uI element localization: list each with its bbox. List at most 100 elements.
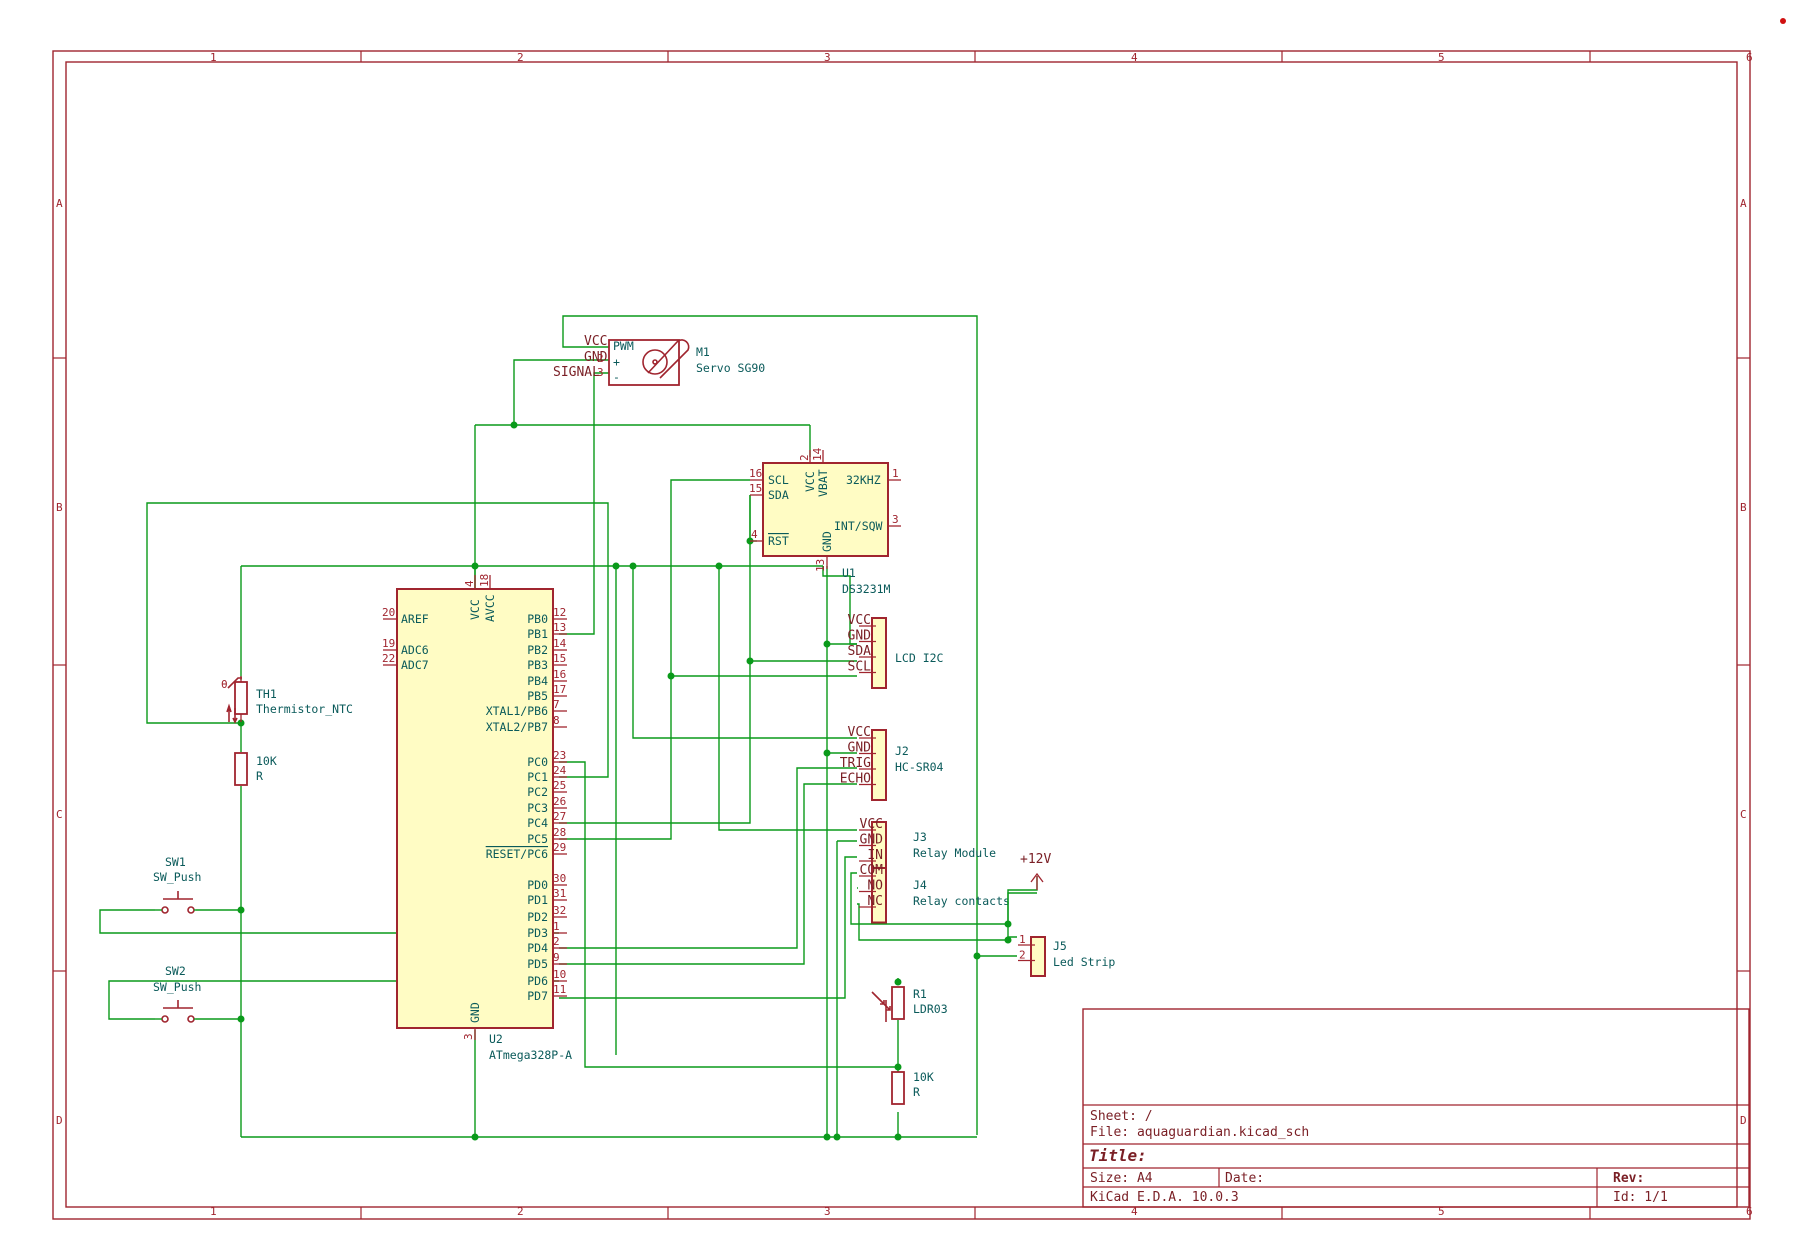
frame-col-label: 1	[210, 51, 217, 64]
u1-pin-num: 13	[814, 559, 827, 572]
resistor-value: 10K	[913, 1070, 934, 1084]
title-block-tool: KiCad E.D.A. 10.0.3	[1090, 1190, 1239, 1205]
m1-pin-name: +	[613, 355, 620, 369]
frame-row-label: C	[56, 808, 63, 821]
th1-thermistor[interactable]: θ TH1 Thermistor_NTC	[221, 676, 353, 724]
u2-pin-name: PB1	[527, 627, 548, 641]
u1-pin-num: 4	[751, 528, 758, 541]
u2-pin-name: PB3	[527, 658, 548, 672]
title-block-date: Date:	[1225, 1171, 1264, 1186]
frame-col-label: 2	[517, 51, 524, 64]
sw1-reference: SW1	[165, 855, 186, 869]
frame-col-label: 1	[210, 1205, 217, 1218]
j2-value: HC-SR04	[895, 760, 944, 774]
u2-pin-name: PD1	[527, 893, 548, 907]
u2-pin-num: 12	[553, 606, 566, 619]
frame-row-label: A	[56, 197, 63, 210]
frame-row-label: A	[1740, 197, 1747, 210]
u2-pin-name: PD4	[527, 941, 548, 955]
servo-icon	[642, 339, 690, 379]
u1-reference: U1	[842, 566, 856, 580]
u1-pin-num: 16	[749, 467, 762, 480]
u2-pin-num: 26	[553, 795, 566, 808]
u2-pin-num: 15	[553, 652, 566, 665]
u2-pin-name: PB0	[527, 612, 548, 626]
resistor-type: R	[913, 1085, 920, 1099]
th1-value: Thermistor_NTC	[256, 702, 353, 716]
th1-reference: TH1	[256, 687, 277, 701]
m1-pin-num: 2	[597, 352, 604, 365]
u1-pin-name: INT/SQW	[834, 519, 883, 533]
j5-pin-label: 1	[1019, 933, 1026, 946]
r1-ldr[interactable]: R1 LDR03	[871, 986, 948, 1022]
u2-atmega328p[interactable]: 12PB013PB114PB215PB316PB417PB57XTAL1/PB6…	[382, 574, 572, 1062]
u2-pin-num: 28	[553, 826, 566, 839]
frame-col-label: 4	[1131, 1205, 1138, 1218]
j4-pin-label: NO	[867, 879, 883, 894]
u2-reference: U2	[489, 1032, 503, 1046]
sw2-pushbutton[interactable]: SW2 SW_Push	[153, 964, 201, 1023]
j4-pin-label: COM	[860, 863, 884, 878]
u2-pin-name: PC1	[527, 770, 548, 784]
resistor-thermistor[interactable]: 10K R	[234, 752, 277, 786]
frame-row-label: D	[56, 1114, 63, 1127]
r1-reference: R1	[913, 987, 927, 1001]
u2-pin-num: 19	[382, 637, 395, 650]
lcd-pin-label: VCC	[848, 613, 871, 628]
j3-pin-label: IN	[867, 848, 883, 863]
sw1-value: SW_Push	[153, 870, 201, 884]
j4-pin-label: NC	[867, 894, 883, 909]
u2-pin-num: 9	[553, 951, 560, 964]
frame-col-label: 3	[824, 1205, 831, 1218]
frame-col-label: 4	[1131, 51, 1138, 64]
u2-pin-name: PD2	[527, 910, 548, 924]
lcd-pin-label: SDA	[848, 644, 872, 659]
wires	[99, 315, 1037, 1138]
u2-pin-num: 18	[478, 574, 491, 587]
u2-pin-num: 13	[553, 621, 566, 634]
j5-reference: J5	[1053, 939, 1067, 953]
resistor-ldr[interactable]: 10K R	[891, 1070, 934, 1105]
sw1-pushbutton[interactable]: SW1 SW_Push	[153, 855, 201, 914]
u2-pin-name: AREF	[401, 612, 429, 626]
m1-value: Servo SG90	[696, 361, 765, 375]
title-block-sheet: Sheet: /	[1090, 1109, 1153, 1124]
u2-pin-name: PC4	[527, 816, 548, 830]
u1-pin-name: RST	[768, 534, 789, 548]
u2-value: ATmega328P-A	[489, 1048, 572, 1062]
frame-col-label: 5	[1438, 51, 1445, 64]
u2-pin-name: XTAL1/PB6	[486, 704, 548, 718]
u1-ds3231m[interactable]: 16 15 4 SCL SDA RST 2 14 VCC VBAT 1 3 32…	[749, 447, 901, 596]
u1-pin-name: SCL	[768, 473, 789, 487]
m1-pin-num: 3	[597, 366, 604, 379]
m1-net-label: SIGNAL	[553, 365, 600, 380]
j5-value: Led Strip	[1053, 955, 1115, 969]
u2-pin-name: PD5	[527, 957, 548, 971]
title-block-title: Title:	[1089, 1146, 1147, 1165]
title-block-id: Id: 1/1	[1613, 1190, 1668, 1205]
u2-pin-name: XTAL2/PB7	[486, 720, 548, 734]
u2-pin-num: 1	[553, 920, 560, 933]
status-dot	[1780, 18, 1786, 24]
u2-pin-name: PD0	[527, 878, 548, 892]
u2-pin-name: PC5	[527, 832, 548, 846]
j3-pin-label: VCC	[860, 817, 883, 832]
u2-pin-name: PB5	[527, 689, 548, 703]
u2-pin-name: PC0	[527, 755, 548, 769]
u2-pin-num: 25	[553, 779, 566, 792]
m1-pin-name: -	[613, 370, 620, 384]
u1-pin-num: 3	[892, 513, 899, 526]
frame-col-label: 6	[1746, 51, 1753, 64]
m1-servo[interactable]: PWM + - VCC GND SIGNAL 2 3 M1 Servo SG90	[553, 334, 765, 386]
lcd-value: LCD I2C	[895, 651, 944, 665]
resistor-value: 10K	[256, 754, 277, 768]
title-block: Sheet: / File: aquaguardian.kicad_sch Ti…	[1082, 1008, 1750, 1208]
u2-pin-num: 16	[553, 668, 566, 681]
u2-pin-num: 4	[463, 580, 476, 587]
